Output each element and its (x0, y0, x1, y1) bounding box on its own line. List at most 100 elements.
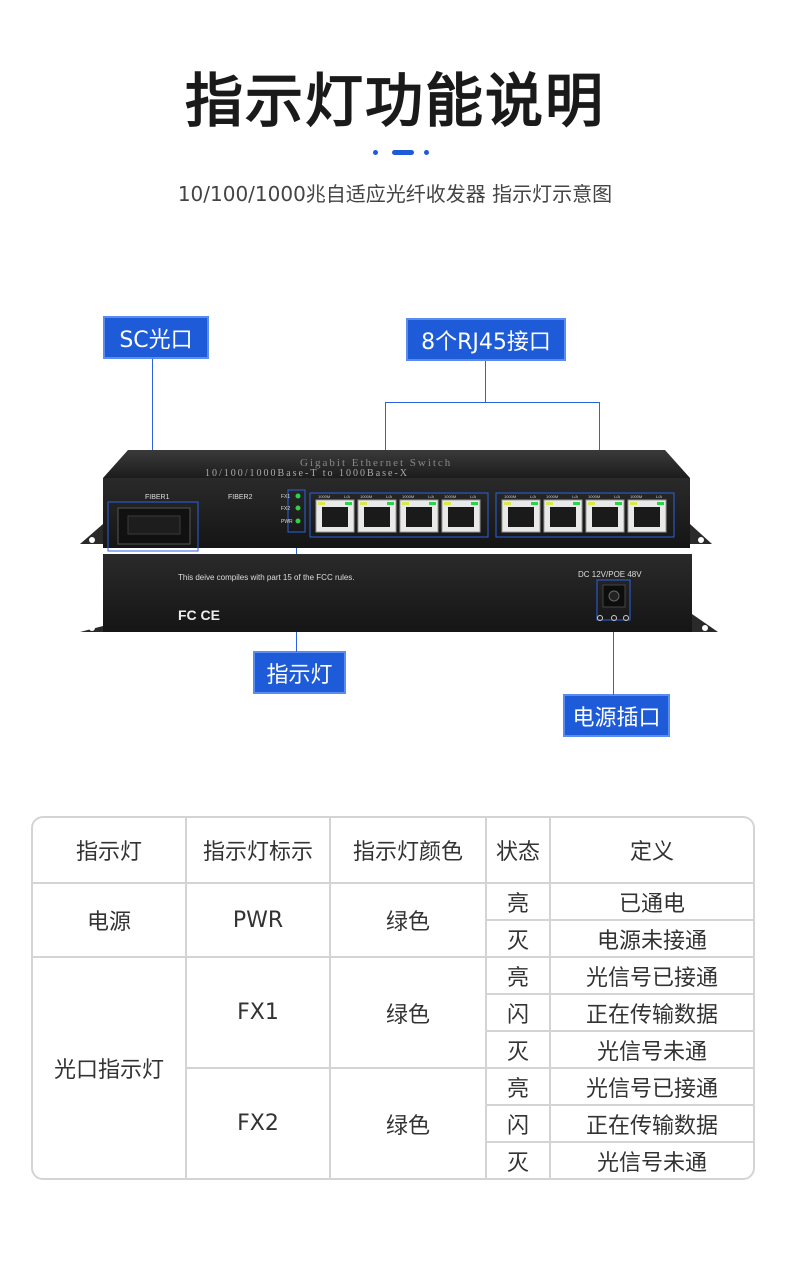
table-row: 闪 正在传输数据 (33, 1106, 753, 1143)
port-speed-label: 1000M (546, 494, 558, 499)
rj45-port: 1000M L/A (357, 494, 397, 533)
port-speed-label: 1000M (444, 494, 456, 499)
cell-light: 光口指示灯 (33, 958, 187, 1178)
polarity-mark (623, 615, 629, 621)
port-link-label: L/A (344, 494, 350, 499)
col-header-mark: 指示灯标示 (187, 818, 331, 884)
device-top-text: Gigabit Ethernet Switch (300, 457, 452, 469)
led-fx1 (295, 493, 301, 499)
cell-definition: 光信号已接通 (551, 958, 753, 995)
rj45-ports: 1000M L/A 1000M L/A 1000M L/A 1000M L/A 1000M L/A… (315, 494, 667, 533)
port-led-speed (444, 502, 451, 505)
cell-definition: 光信号未通 (551, 1032, 753, 1069)
indicator-led-highlight (287, 489, 306, 533)
polarity-mark (597, 615, 603, 621)
port-link-label: L/A (428, 494, 434, 499)
polarity-mark (611, 615, 617, 621)
table-row: FX2 绿色 亮 光信号已接通 (33, 1069, 753, 1178)
port-led-link (531, 502, 538, 505)
port-link-label: L/A (470, 494, 476, 499)
table-row: 光口指示灯 FX1 绿色 亮 光信号已接通 (33, 958, 753, 1178)
rj45-port: 1000M L/A (543, 494, 583, 533)
transceiver-device-illustration: Gigabit Ethernet Switch 10/100/1000Base-… (80, 450, 718, 632)
cell-color: 绿色 (331, 1069, 487, 1178)
col-header-light: 指示灯 (33, 818, 187, 884)
port-led-speed (630, 502, 637, 505)
port-link-label: L/A (656, 494, 662, 499)
device-model-text: 10/100/1000Base-T to 1000Base-X (205, 468, 409, 479)
callout-rj45-ports: 8个RJ45接口 (406, 318, 566, 361)
cell-definition: 光信号未通 (596, 1150, 707, 1176)
port-led-speed (360, 502, 367, 505)
col-header-state: 状态 (487, 818, 551, 884)
fcc-text: This deive compiles with part 15 of the … (178, 573, 355, 582)
port-led-link (471, 502, 478, 505)
port-led-link (387, 502, 394, 505)
col-header-color: 指示灯颜色 (331, 818, 487, 884)
page-subtitle: 10/100/1000兆自适应光纤收发器 指示灯示意图 (177, 182, 613, 206)
col-header-definition: 定义 (551, 818, 753, 884)
cell-mark: FX2 (187, 1069, 331, 1178)
cell-state: 亮 (487, 958, 551, 995)
port-speed-label: 1000M (588, 494, 600, 499)
callout-power-jack: 电源插口 (563, 694, 670, 737)
cell-definition: 电源未接通 (551, 921, 753, 958)
sc-port-highlight (107, 501, 199, 552)
cell-mark: FX1 (187, 958, 331, 1069)
rj45-group-left-highlight (309, 492, 489, 538)
port-link-label: L/A (572, 494, 578, 499)
cell-mark: PWR (187, 884, 331, 958)
cell-color: 绿色 (331, 958, 487, 1069)
device-lower-panel (103, 554, 692, 632)
table-row: 灭 光信号未通 (33, 1143, 753, 1178)
led-label-pwr: PWR (281, 519, 293, 525)
cell-state: 亮 (487, 1069, 551, 1106)
port-led-speed (402, 502, 409, 505)
led-label-fx2: FX2 (281, 506, 290, 512)
power-spec-text: DC 12V/POE 48V (578, 570, 642, 579)
device-top-panel (103, 450, 690, 478)
port-link-label: L/A (530, 494, 536, 499)
port-led-speed (504, 502, 511, 505)
port-led-link (345, 502, 352, 505)
cell-definition: 光信号已接通 (551, 1069, 753, 1106)
indicator-spec-table: 指示灯 指示灯标示 指示灯颜色 状态 定义 电源 PWR 绿色 亮 已通电 灭 … (31, 816, 755, 1180)
port-speed-label: 1000M (360, 494, 372, 499)
cell-state: 灭 (487, 921, 551, 958)
connector-line (485, 361, 486, 403)
callout-sc-port: SC光口 (103, 316, 209, 359)
port-led-link (615, 502, 622, 505)
port-speed-label: 1000M (318, 494, 330, 499)
port-led-speed (546, 502, 553, 505)
port-led-link (657, 502, 664, 505)
cell-state: 灭 (487, 1143, 551, 1178)
rj45-group-right-highlight (495, 492, 675, 538)
cell-state: 灭 (487, 1032, 551, 1069)
led-fx2 (295, 505, 301, 511)
fiber2-label: FIBER2 (228, 494, 253, 501)
rj45-port: 1000M L/A (315, 494, 355, 533)
cell-state: 闪 (487, 995, 551, 1032)
connector-line (613, 621, 614, 695)
mounting-hole (698, 537, 704, 543)
table-row: 闪 正在传输数据 (33, 995, 753, 1032)
cell-definition: 正在传输数据 (551, 995, 753, 1032)
table-row: 灭 电源未接通 (33, 921, 753, 958)
table-row: 灭 光信号未通 (33, 1032, 753, 1069)
cell-state: 亮 (487, 884, 551, 921)
connector-line (385, 402, 600, 403)
cell-state: 闪 (487, 1106, 551, 1143)
cell-light: 电源 (33, 884, 187, 958)
rj45-port: 1000M L/A (441, 494, 481, 533)
led-pwr (295, 518, 301, 524)
mounting-hole (702, 625, 708, 631)
port-led-link (573, 502, 580, 505)
cell-definition: 已通电 (551, 884, 753, 921)
fiber1-label: FIBER1 (145, 494, 170, 501)
table-row: 电源 PWR 绿色 亮 已通电 (33, 884, 753, 958)
port-link-label: L/A (386, 494, 392, 499)
